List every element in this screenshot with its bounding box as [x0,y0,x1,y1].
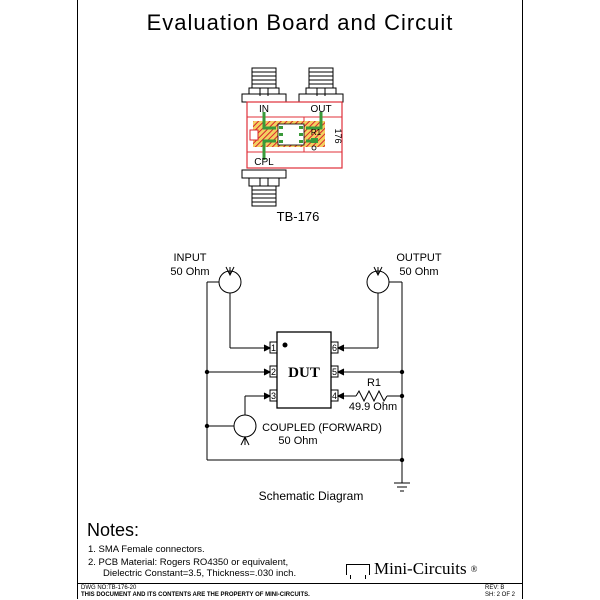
board-label-out: OUT [310,104,331,115]
brand-registered-mark: ® [470,564,478,574]
coupled-sma-symbol [207,414,257,446]
note-item: Dielectric Constant=3.5, Thickness=.030 … [103,568,297,579]
eval-board-drawing [241,67,344,207]
brand-name: Mini-Circuits [374,559,467,578]
pin1-indicator-dot [282,342,288,348]
revision: REV: B [484,585,505,591]
board-label-cpl: CPL [254,157,274,168]
board-label-r1: R1 [311,128,322,137]
pin-number: 4 [332,391,337,401]
sma-connector-cpl [241,169,287,207]
chip-icon [346,563,370,579]
pin-number: 2 [271,367,276,377]
r1-value: 49.9 Ohm [349,401,397,413]
output-impedance: 50 Ohm [399,266,438,278]
brand-logo: Mini-Circuits® [346,559,477,579]
property-disclaimer: THIS DOCUMENT AND ITS CONTENTS ARE THE P… [81,592,310,598]
input-impedance: 50 Ohm [170,266,209,278]
pin-number: 3 [271,391,276,401]
sma-connector-in [241,67,287,103]
page-title: Evaluation Board and Circuit [146,10,454,35]
r1-resistor-symbol [355,389,388,403]
pin-number: 5 [332,367,337,377]
ground-symbol [394,482,410,492]
rf-traces [262,112,323,160]
note-item: 1. SMA Female connectors. [88,544,205,555]
input-sma-symbol [207,266,270,349]
output-label: OUTPUT [396,252,442,264]
note-item: 2. PCB Material: Rogers RO4350 or equiva… [88,557,289,568]
dut-label: DUT [288,365,320,381]
pin-number: 6 [332,343,337,353]
output-sma-symbol [338,266,402,349]
pin-number: 1 [271,343,276,353]
board-name: TB-176 [277,209,320,224]
input-label: INPUT [174,252,207,264]
board-r1-footprint [311,138,318,143]
drawing-number: DWG NO:TB-176-20 [81,585,137,591]
notes-heading: Notes: [87,520,140,540]
coupled-label: COUPLED (FORWARD) [262,422,382,434]
board-label-in: IN [259,104,269,115]
sheet-number: SH: 2 OF 2 [484,592,515,598]
sma-connector-out [298,67,344,103]
footer-strip: DWG NO:TB-176-20 THIS DOCUMENT AND ITS C… [77,583,523,599]
schematic-caption: Schematic Diagram [259,489,364,503]
board-dut-footprint [277,123,305,146]
schematic-diagram [206,266,410,492]
board-mark: 176 [333,128,343,143]
coupled-impedance: 50 Ohm [278,435,317,447]
r1-label: R1 [367,377,381,389]
drawing-frame [77,0,523,599]
